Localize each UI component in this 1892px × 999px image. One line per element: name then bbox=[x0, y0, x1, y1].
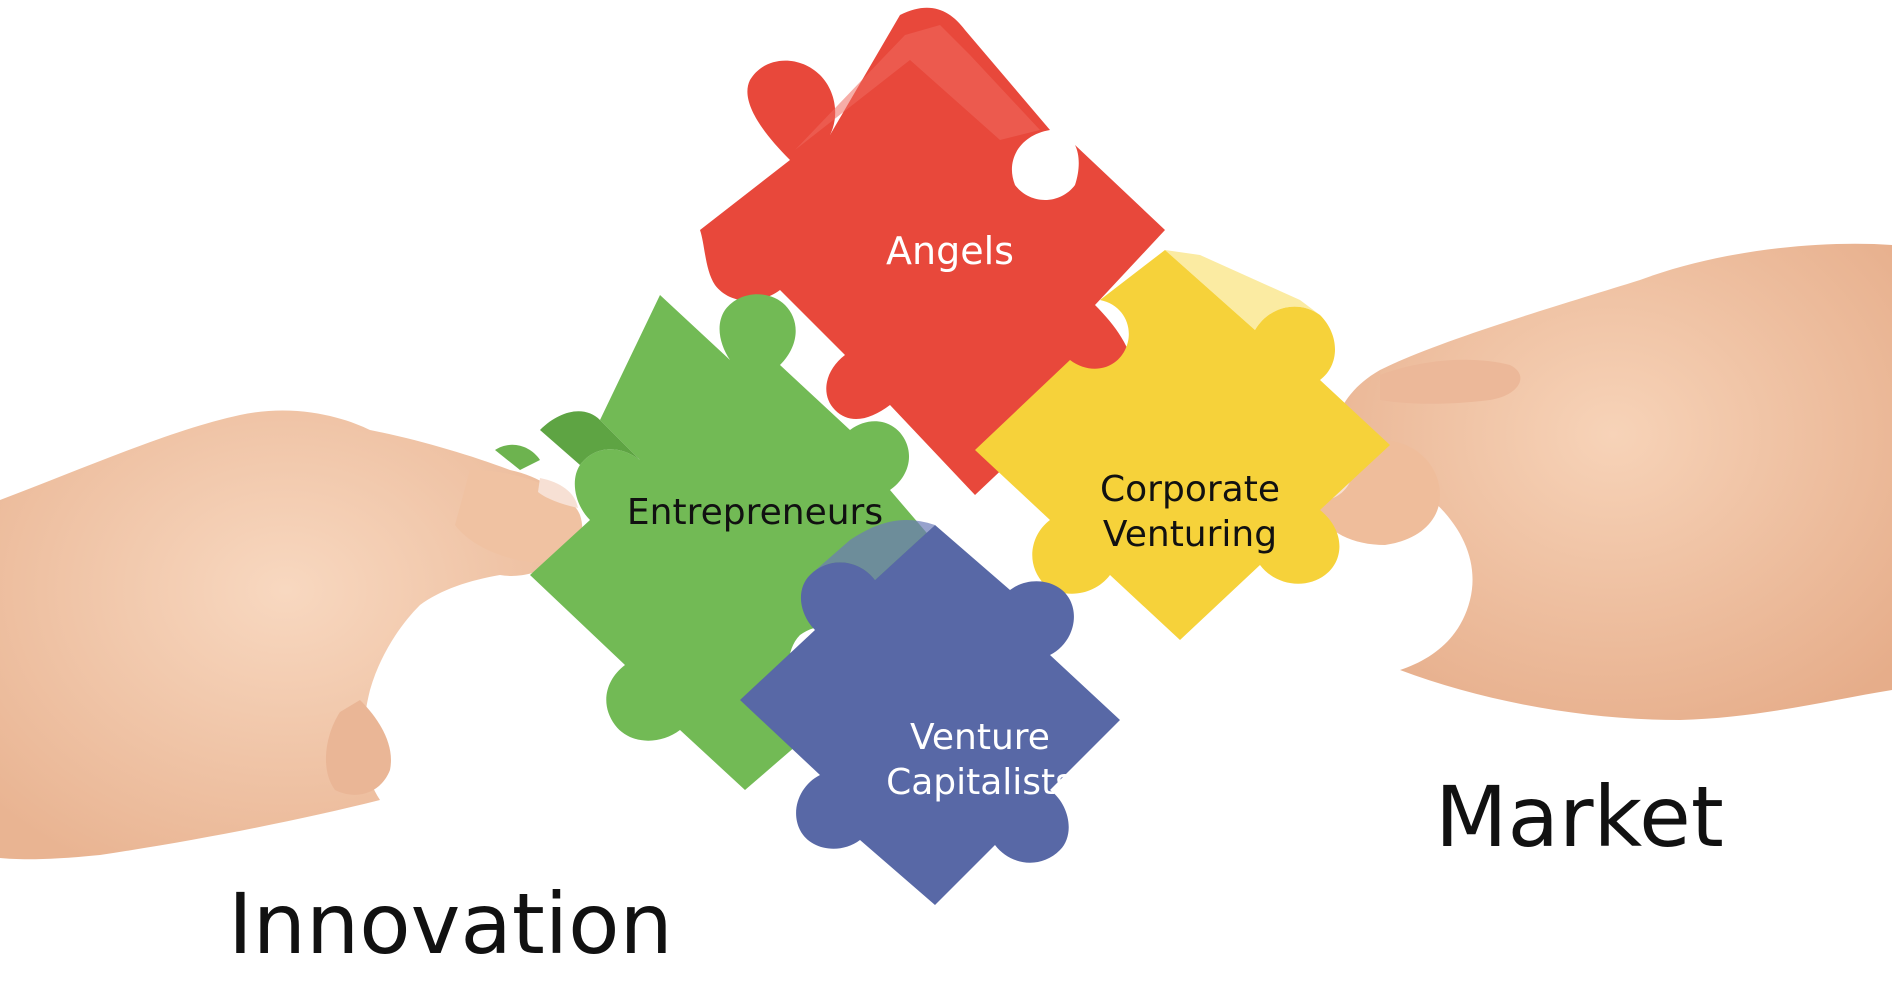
entrepreneurs-label: Entrepreneurs bbox=[626, 492, 884, 533]
venture-capitalists-piece bbox=[740, 520, 1120, 905]
venture-capitalists-label: Venture Capitalists bbox=[886, 717, 1074, 803]
market-label: Market bbox=[1435, 768, 1724, 866]
entrepreneurs-piece bbox=[530, 294, 950, 790]
corporate-venturing-piece bbox=[975, 250, 1390, 640]
innovation-label: Innovation bbox=[228, 875, 673, 973]
angels-piece bbox=[700, 7, 1165, 496]
left-hand bbox=[0, 410, 583, 860]
right-hand bbox=[1314, 243, 1892, 721]
corporate-venturing-label: Corporate Venturing bbox=[1100, 469, 1280, 555]
angels-label: Angels bbox=[886, 229, 1014, 273]
